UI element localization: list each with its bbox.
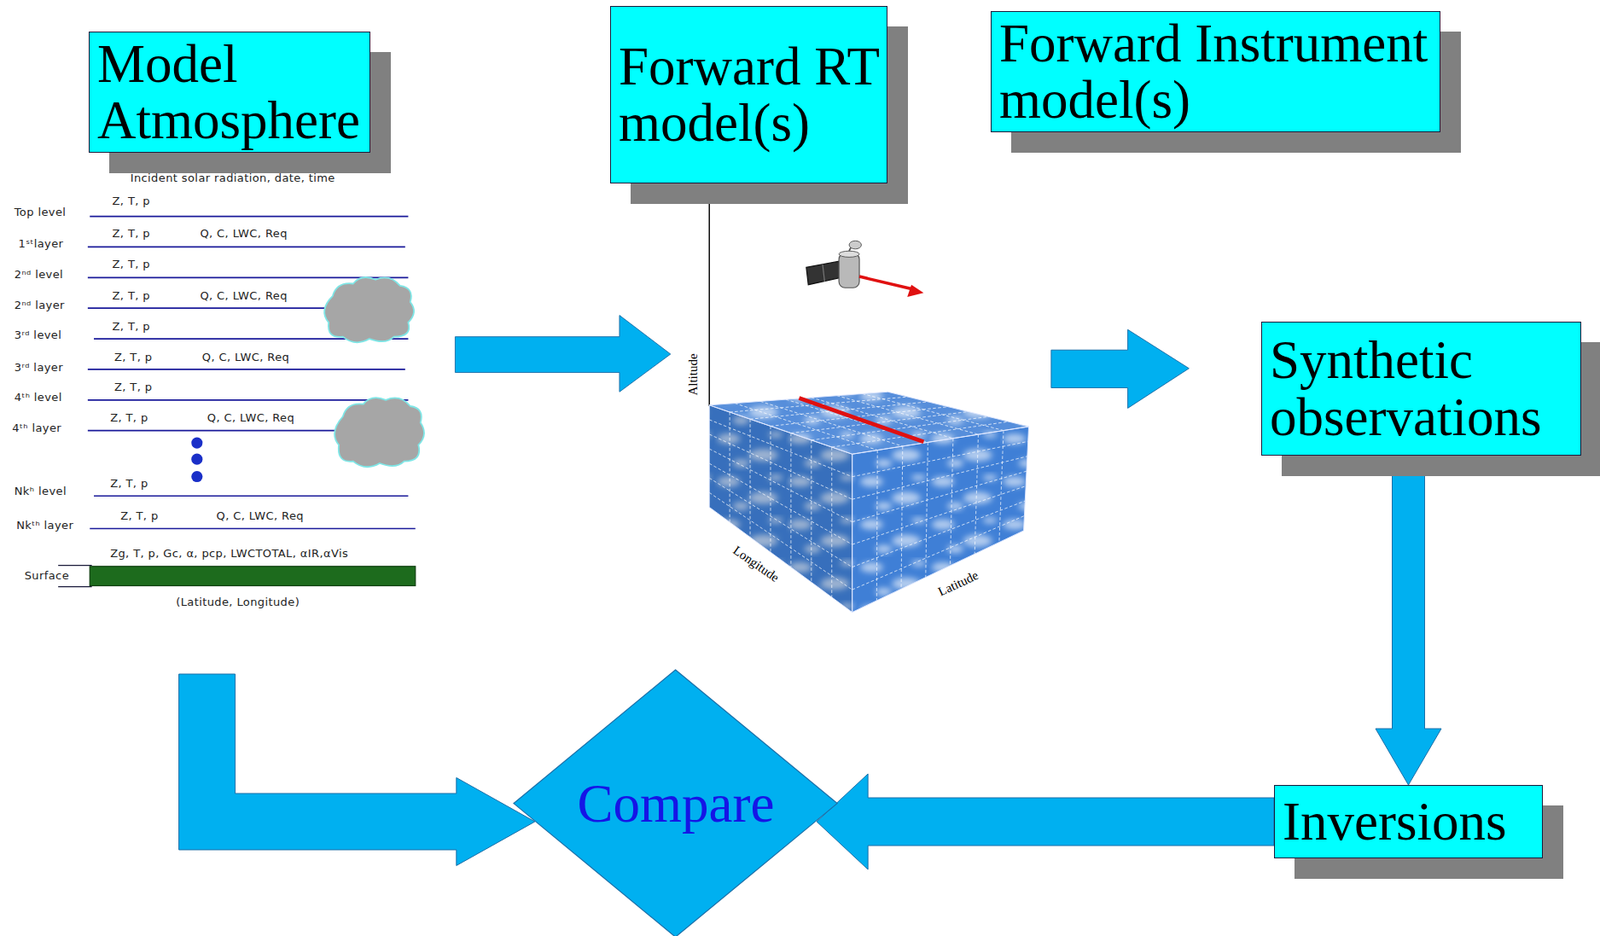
axis-label: Altitude	[686, 353, 701, 396]
atmosphere-label: 3ʳᵈ level	[14, 329, 63, 342]
flow-arrow	[816, 773, 1275, 870]
title-box: Model Atmosphere	[88, 31, 371, 153]
block-arrow	[454, 315, 670, 393]
atmosphere-label: Q, C, LWC, Req	[199, 290, 287, 303]
atmosphere-label: Z, T, p	[110, 412, 148, 425]
atmosphere-label: 1ˢᵗlayer	[18, 238, 64, 251]
atmosphere-label: Z, T, p	[112, 290, 151, 303]
axis-label: Longitude	[730, 543, 782, 586]
node-text: Forward RT model(s)	[618, 38, 879, 152]
atmosphere-label: Zg, T, p, Gc, α, pcp, LWCTOTAL, αIR,αVis	[110, 547, 349, 560]
atmosphere-label: Q, C, LWC, Req	[207, 412, 295, 425]
process-box: Inversions	[1274, 785, 1543, 859]
title-box: Forward RT model(s)	[610, 5, 888, 184]
atmosphere-label: 2ⁿᵈ level	[14, 268, 64, 281]
title-box: Forward Instrument model(s)	[990, 11, 1441, 133]
atmosphere-label: Z, T, p	[114, 381, 152, 394]
node-text: Synthetic observations	[1269, 331, 1573, 445]
atmosphere-label: Incident solar radiation, date, time	[130, 172, 336, 185]
process-box: Synthetic observations	[1261, 321, 1582, 456]
grid-cube	[709, 391, 1029, 612]
atmosphere-label: Z, T, p	[112, 258, 151, 271]
node-text: Inversions	[1282, 793, 1535, 850]
block-arrow	[1051, 329, 1189, 408]
atmosphere-label: Z, T, p	[112, 227, 151, 240]
atmosphere-label: Z, T, p	[110, 477, 148, 490]
atmosphere-label: 4ᵗʰ layer	[11, 422, 62, 435]
atmosphere-label: Surface	[24, 569, 70, 582]
atmosphere-label: 4ᵗʰ level	[14, 391, 63, 404]
atmosphere-label: Q, C, LWC, Req	[216, 510, 304, 523]
satellite-icon	[806, 240, 925, 297]
axis-label: Latitude	[936, 568, 981, 600]
level-lines	[87, 216, 416, 530]
flow-arrow	[1375, 455, 1442, 786]
atmosphere-label: 3ʳᵈ layer	[14, 360, 64, 373]
atmosphere-label: (Latitude, Longitude)	[175, 595, 300, 608]
altitude-axis	[709, 188, 710, 407]
atmosphere-label: Q, C, LWC, Req	[199, 227, 287, 240]
atmosphere-label: Z, T, p	[114, 350, 152, 363]
atmosphere-label: Z, T, p	[112, 320, 151, 333]
atmosphere-label: Top level	[14, 206, 67, 219]
flow-arrow	[179, 674, 536, 866]
diamond-outline	[512, 669, 838, 936]
node-text: Compare	[577, 775, 775, 832]
atmosphere-label: Q, C, LWC, Req	[202, 350, 290, 363]
node-text: Forward Instrument model(s)	[999, 15, 1432, 128]
decision-diamond: Compare	[512, 669, 838, 936]
surface-bar	[58, 565, 416, 588]
atmosphere-label: Nkᵗʰ layer	[16, 519, 74, 532]
atmosphere-label: 2ⁿᵈ layer	[14, 298, 65, 311]
node-text: Model Atmosphere	[97, 35, 362, 149]
atmosphere-label: Z, T, p	[120, 510, 158, 523]
ellipsis-dots	[191, 436, 203, 483]
atmosphere-label: Z, T, p	[112, 194, 151, 207]
atmosphere-label: Nkʰ level	[14, 485, 67, 498]
cloud-symbol	[324, 277, 425, 467]
